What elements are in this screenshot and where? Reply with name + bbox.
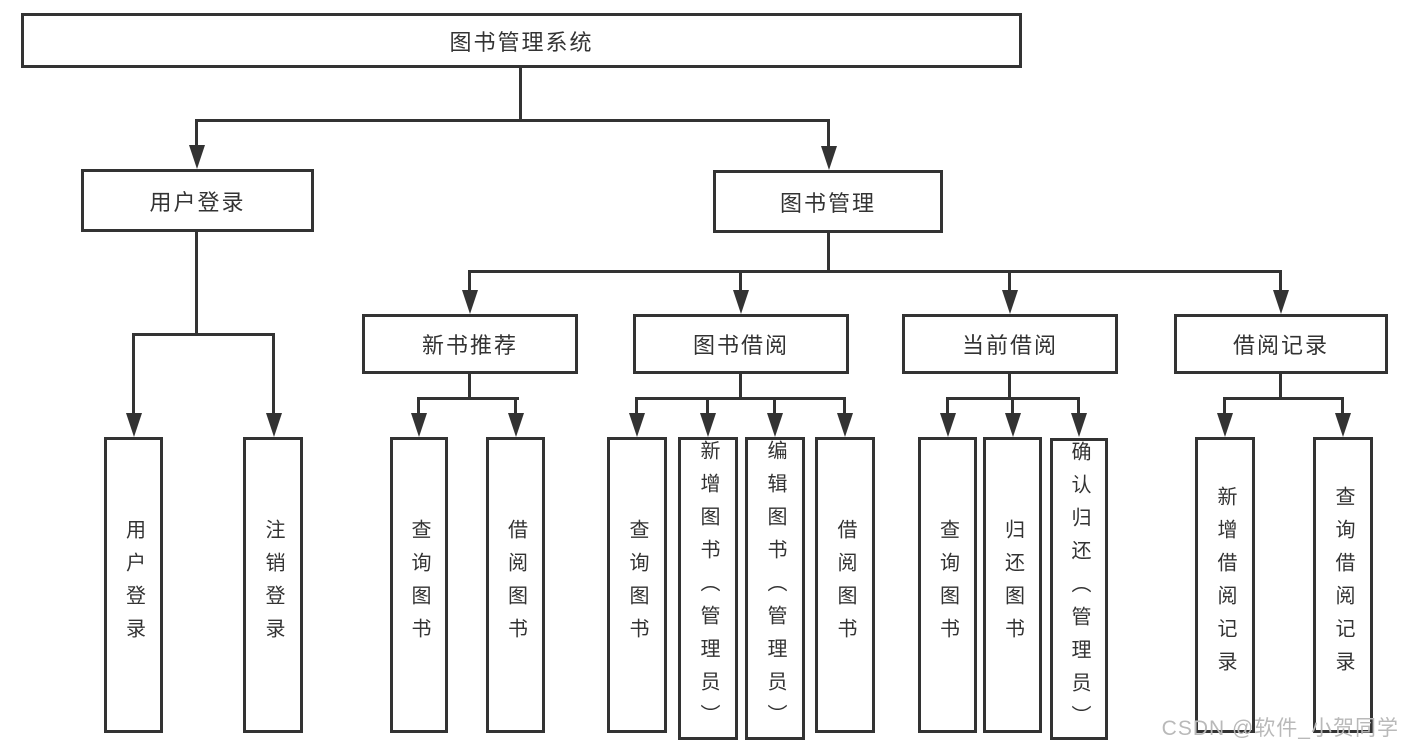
arrowhead-icon: [1217, 413, 1233, 437]
arrowhead-icon: [1071, 413, 1087, 437]
arrowhead-icon: [767, 413, 783, 437]
node-label: 图书借阅: [692, 333, 789, 358]
connector-stem-leaf: [706, 397, 709, 414]
connector-stem-leaf: [132, 333, 135, 414]
arrowhead-icon: [837, 413, 853, 437]
node-label: 借阅图书: [834, 519, 856, 651]
arrowhead-icon: [189, 145, 205, 169]
node-label: 归还图书: [1001, 519, 1024, 651]
arrowhead-icon: [821, 146, 837, 170]
connector-grp-bus: [635, 397, 846, 400]
connector-grp-bus: [1223, 397, 1343, 400]
connector-stem-l3: [739, 270, 742, 291]
connector-stem-leaf: [946, 397, 949, 414]
csdn-watermark: CSDN @软件_小贺同学: [1161, 717, 1399, 740]
connector-stem-leaf: [1011, 397, 1014, 414]
leaf-confirm-return-admin: 确认归还（管理员）: [1050, 438, 1108, 740]
connector-grp-stem: [739, 374, 742, 400]
connector-stem-leaf: [1223, 397, 1226, 414]
leaf-return-books: 归还图书: [983, 437, 1042, 733]
leaf-add-borrow-record: 新增借阅记录: [1195, 437, 1255, 733]
connector-grp-bus: [417, 397, 519, 400]
node-user-login-module: 用户登录: [81, 169, 314, 232]
leaf-edit-books-admin: 编辑图书（管理员）: [745, 437, 805, 740]
node-current-borrowing: 当前借阅: [902, 314, 1118, 374]
arrowhead-icon: [508, 413, 524, 437]
connector-stem-leaf: [773, 397, 776, 414]
connector-root-bus: [195, 119, 830, 122]
node-borrowing-records: 借阅记录: [1174, 314, 1388, 374]
connector-grp-stem: [1008, 374, 1011, 400]
node-label: 用户登录: [122, 519, 145, 651]
connector-stem-leaf: [635, 397, 638, 414]
connector-grp-stem: [468, 374, 471, 400]
node-label: 当前借阅: [961, 333, 1058, 358]
connector-stem-leaf: [1077, 397, 1080, 414]
leaf-query-books-3: 查询图书: [918, 437, 977, 733]
arrowhead-icon: [1005, 413, 1021, 437]
connector-userlogin-stem: [195, 232, 198, 336]
leaf-query-books-2: 查询图书: [607, 437, 667, 733]
node-book-borrowing: 图书借阅: [633, 314, 849, 374]
connector-stem-leaf: [843, 397, 846, 414]
node-label: 用户登录: [149, 189, 246, 215]
connector-stem-leaf: [272, 333, 275, 414]
arrowhead-icon: [411, 413, 427, 437]
leaf-query-borrow-record: 查询借阅记录: [1313, 437, 1373, 733]
node-label: 注销登录: [262, 519, 284, 651]
node-label: 查询图书: [626, 519, 648, 651]
node-label: 新增借阅记录: [1214, 486, 1236, 684]
arrowhead-icon: [1002, 290, 1018, 314]
connector-stem-leaf: [417, 397, 420, 414]
node-book-management-module: 图书管理: [713, 170, 943, 233]
arrowhead-icon: [266, 413, 282, 437]
connector-stem-l3: [468, 270, 471, 291]
connector-stem-book-mgmt: [827, 119, 830, 147]
arrowhead-icon: [733, 290, 749, 314]
connector-stem-leaf: [514, 397, 517, 414]
node-label: 确认归还（管理员）: [1068, 441, 1090, 738]
leaf-borrow-books-1: 借阅图书: [486, 437, 545, 733]
node-new-book-recommendation: 新书推荐: [362, 314, 578, 374]
leaf-logout: 注销登录: [243, 437, 303, 733]
connector-stem-l3: [1008, 270, 1011, 291]
arrowhead-icon: [629, 413, 645, 437]
leaf-user-login: 用户登录: [104, 437, 163, 733]
node-label: 新增图书（管理员）: [697, 440, 719, 737]
connector-bookmgmt-stem: [827, 233, 830, 273]
arrowhead-icon: [700, 413, 716, 437]
leaf-add-books-admin: 新增图书（管理员）: [678, 437, 738, 740]
node-library-management-system: 图书管理系统: [21, 13, 1022, 68]
arrowhead-icon: [1273, 290, 1289, 314]
leaf-query-books-1: 查询图书: [390, 437, 448, 733]
node-label: 新书推荐: [421, 333, 518, 358]
arrowhead-icon: [1335, 413, 1351, 437]
arrowhead-icon: [126, 413, 142, 437]
connector-root-stem: [519, 68, 522, 122]
node-label: 查询借阅记录: [1332, 486, 1354, 684]
connector-grp-stem: [1279, 374, 1282, 400]
node-label: 借阅图书: [504, 519, 527, 651]
connector-userlogin-bus: [132, 333, 275, 336]
arrowhead-icon: [462, 290, 478, 314]
node-label: 图书管理: [779, 190, 876, 216]
node-label: 查询图书: [408, 519, 430, 651]
node-label: 图书管理系统: [449, 29, 594, 55]
node-label: 借阅记录: [1232, 333, 1329, 358]
node-label: 编辑图书（管理员）: [764, 440, 786, 737]
leaf-borrow-books-2: 借阅图书: [815, 437, 875, 733]
connector-stem-user-login: [195, 119, 198, 146]
connector-stem-l3: [1279, 270, 1282, 291]
connector-level3-bus: [468, 270, 1282, 273]
node-label: 查询图书: [936, 519, 959, 651]
connector-stem-leaf: [1341, 397, 1344, 414]
arrowhead-icon: [940, 413, 956, 437]
